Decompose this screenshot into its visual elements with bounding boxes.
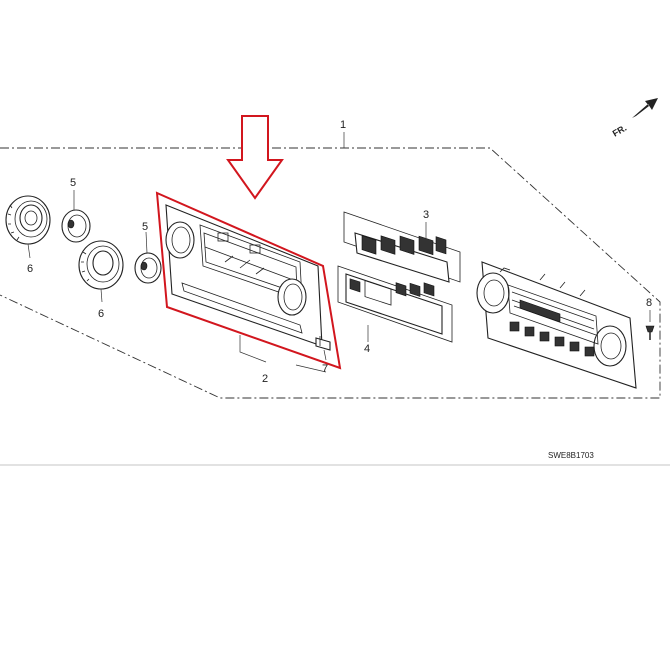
- callout-7: 7: [322, 363, 328, 375]
- highlight-outline: [155, 191, 342, 370]
- panel-2-bezel: [165, 204, 323, 347]
- callout-5-left: 5: [70, 177, 76, 189]
- front-direction-arrow: FR.: [611, 98, 658, 139]
- diagram-code: SWE8B1703: [548, 451, 594, 460]
- knob-6-left: [5, 195, 51, 245]
- control-unit-assembly: [476, 261, 637, 389]
- callout-3: 3: [423, 209, 429, 221]
- callout-2: 2: [262, 373, 268, 385]
- switch-4: [337, 265, 453, 343]
- down-arrow-indicator: [226, 115, 284, 200]
- callout-1: 1: [340, 119, 346, 131]
- ring-5-left: [61, 209, 91, 243]
- callout-6-center: 6: [98, 308, 104, 320]
- clip-7: [315, 336, 331, 351]
- assembly-boundary: [0, 147, 661, 399]
- ring-5-center: [134, 252, 162, 284]
- switch-3: [343, 211, 461, 283]
- callout-5-center: 5: [142, 221, 148, 233]
- callout-6-left: 6: [27, 263, 33, 275]
- knob-6-center: [78, 240, 124, 290]
- screw-8: [645, 325, 655, 340]
- callout-8: 8: [646, 297, 652, 309]
- callout-4: 4: [364, 343, 370, 355]
- front-label: FR.: [611, 123, 629, 139]
